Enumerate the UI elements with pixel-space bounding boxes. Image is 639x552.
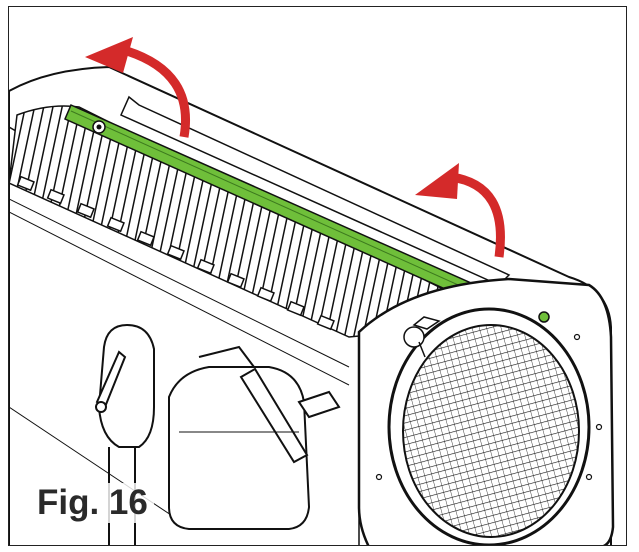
fixture-illustration [9, 37, 615, 545]
front-lens [387, 307, 591, 545]
side-clips [16, 175, 335, 331]
figure-frame: Fig. 16 [8, 6, 627, 546]
figure-label: Fig. 16 [35, 483, 154, 523]
rotation-arrow-icon [85, 37, 190, 138]
yoke-box [168, 345, 341, 530]
yoke-left [95, 323, 155, 545]
bezel-knob [403, 316, 441, 358]
rotation-arrow-icon [415, 163, 505, 258]
